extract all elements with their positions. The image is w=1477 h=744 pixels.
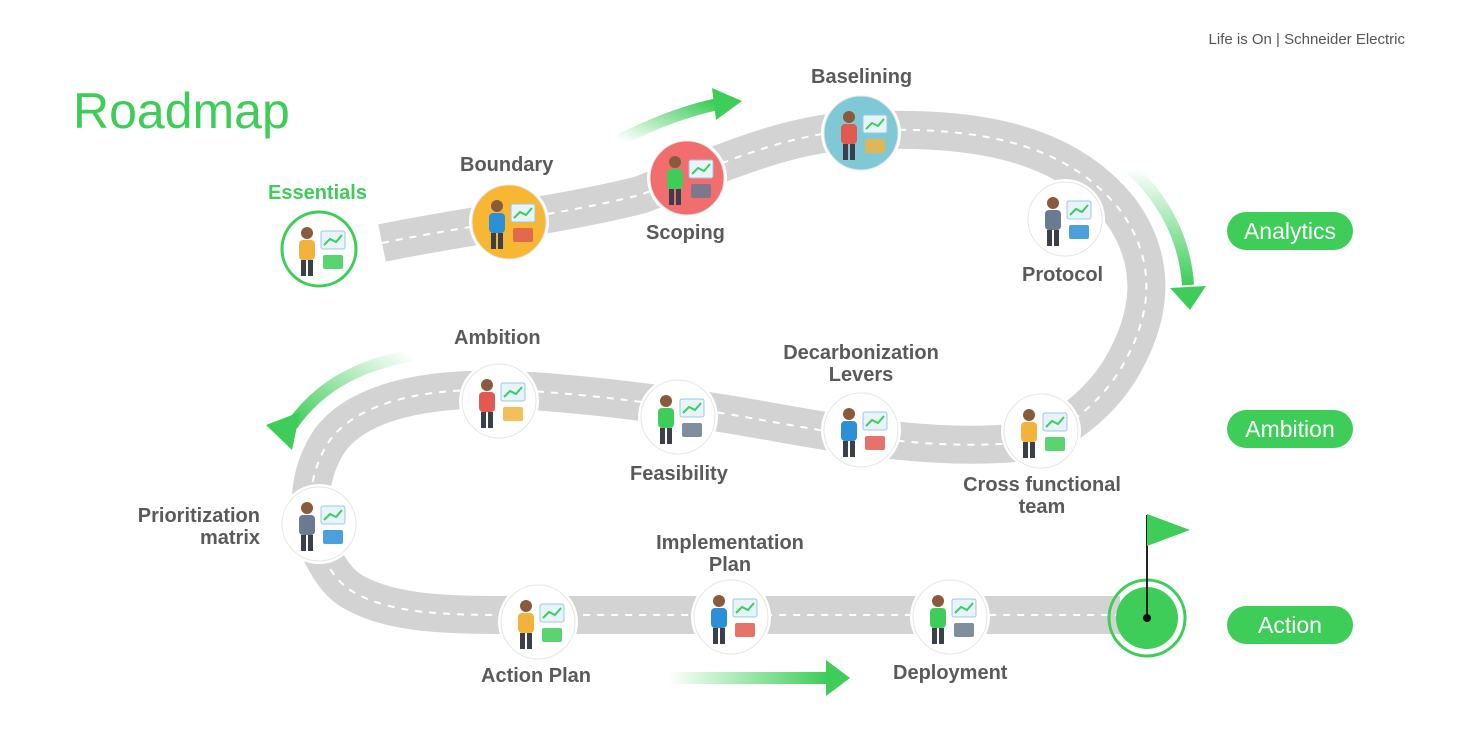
screen-plan-icon: [691, 577, 771, 657]
milestone-label-boundary: Boundary: [460, 154, 554, 176]
co2-cloud-icon: [459, 361, 539, 441]
person-laptop-icon: [647, 138, 727, 218]
milestone-label-deployment: Deployment: [893, 662, 1008, 684]
direction-arrow-left: [266, 349, 414, 450]
milestone-label-baselining: Baselining: [811, 66, 913, 88]
milestone-label-action-plan: Action Plan: [481, 665, 592, 687]
wind-turbine-bulb-icon: [821, 390, 901, 470]
milestone-label-cross-functional-team: Cross functional team: [963, 474, 1121, 518]
direction-arrow-right: [1125, 163, 1206, 310]
milestone-label-scoping: Scoping: [646, 222, 725, 244]
person-desk-icon: [910, 577, 990, 657]
phase-pill-ambition: Ambition: [1227, 410, 1353, 448]
milestone-label-implementation-plan: Implementation Plan: [656, 532, 804, 576]
milestone-label-ambition: Ambition: [454, 327, 541, 349]
person-presenting-icon: [469, 182, 549, 262]
direction-arrow-top: [617, 88, 742, 146]
milestone-label-protocol: Protocol: [1022, 264, 1104, 286]
direction-arrow-bottom: [668, 660, 850, 696]
team-gears-icon: [1001, 391, 1081, 471]
brand-line: Life is On | Schneider Electric: [1208, 31, 1405, 48]
milestone-label-feasibility: Feasibility: [630, 463, 728, 485]
slide-title: Roadmap: [73, 83, 290, 139]
finish-flag-icon: [1107, 514, 1190, 658]
milestone-label-essentials: Essentials: [268, 182, 367, 204]
phase-pill-action: Action: [1227, 606, 1353, 644]
person-board-icon: [1025, 179, 1105, 259]
factory-smoke-icon: [279, 484, 359, 564]
person-chart-icon: [821, 93, 901, 173]
phase-pill-analytics: Analytics: [1227, 212, 1353, 250]
milestone-label-prioritization-matrix: Prioritization matrix: [137, 505, 260, 549]
checklist-hourglass-icon: [498, 582, 578, 662]
handshake-people-icon: [279, 209, 359, 289]
person-document-icon: [638, 377, 718, 457]
milestone-label-decarbonization-levers: Decarbonization Levers: [783, 342, 939, 386]
